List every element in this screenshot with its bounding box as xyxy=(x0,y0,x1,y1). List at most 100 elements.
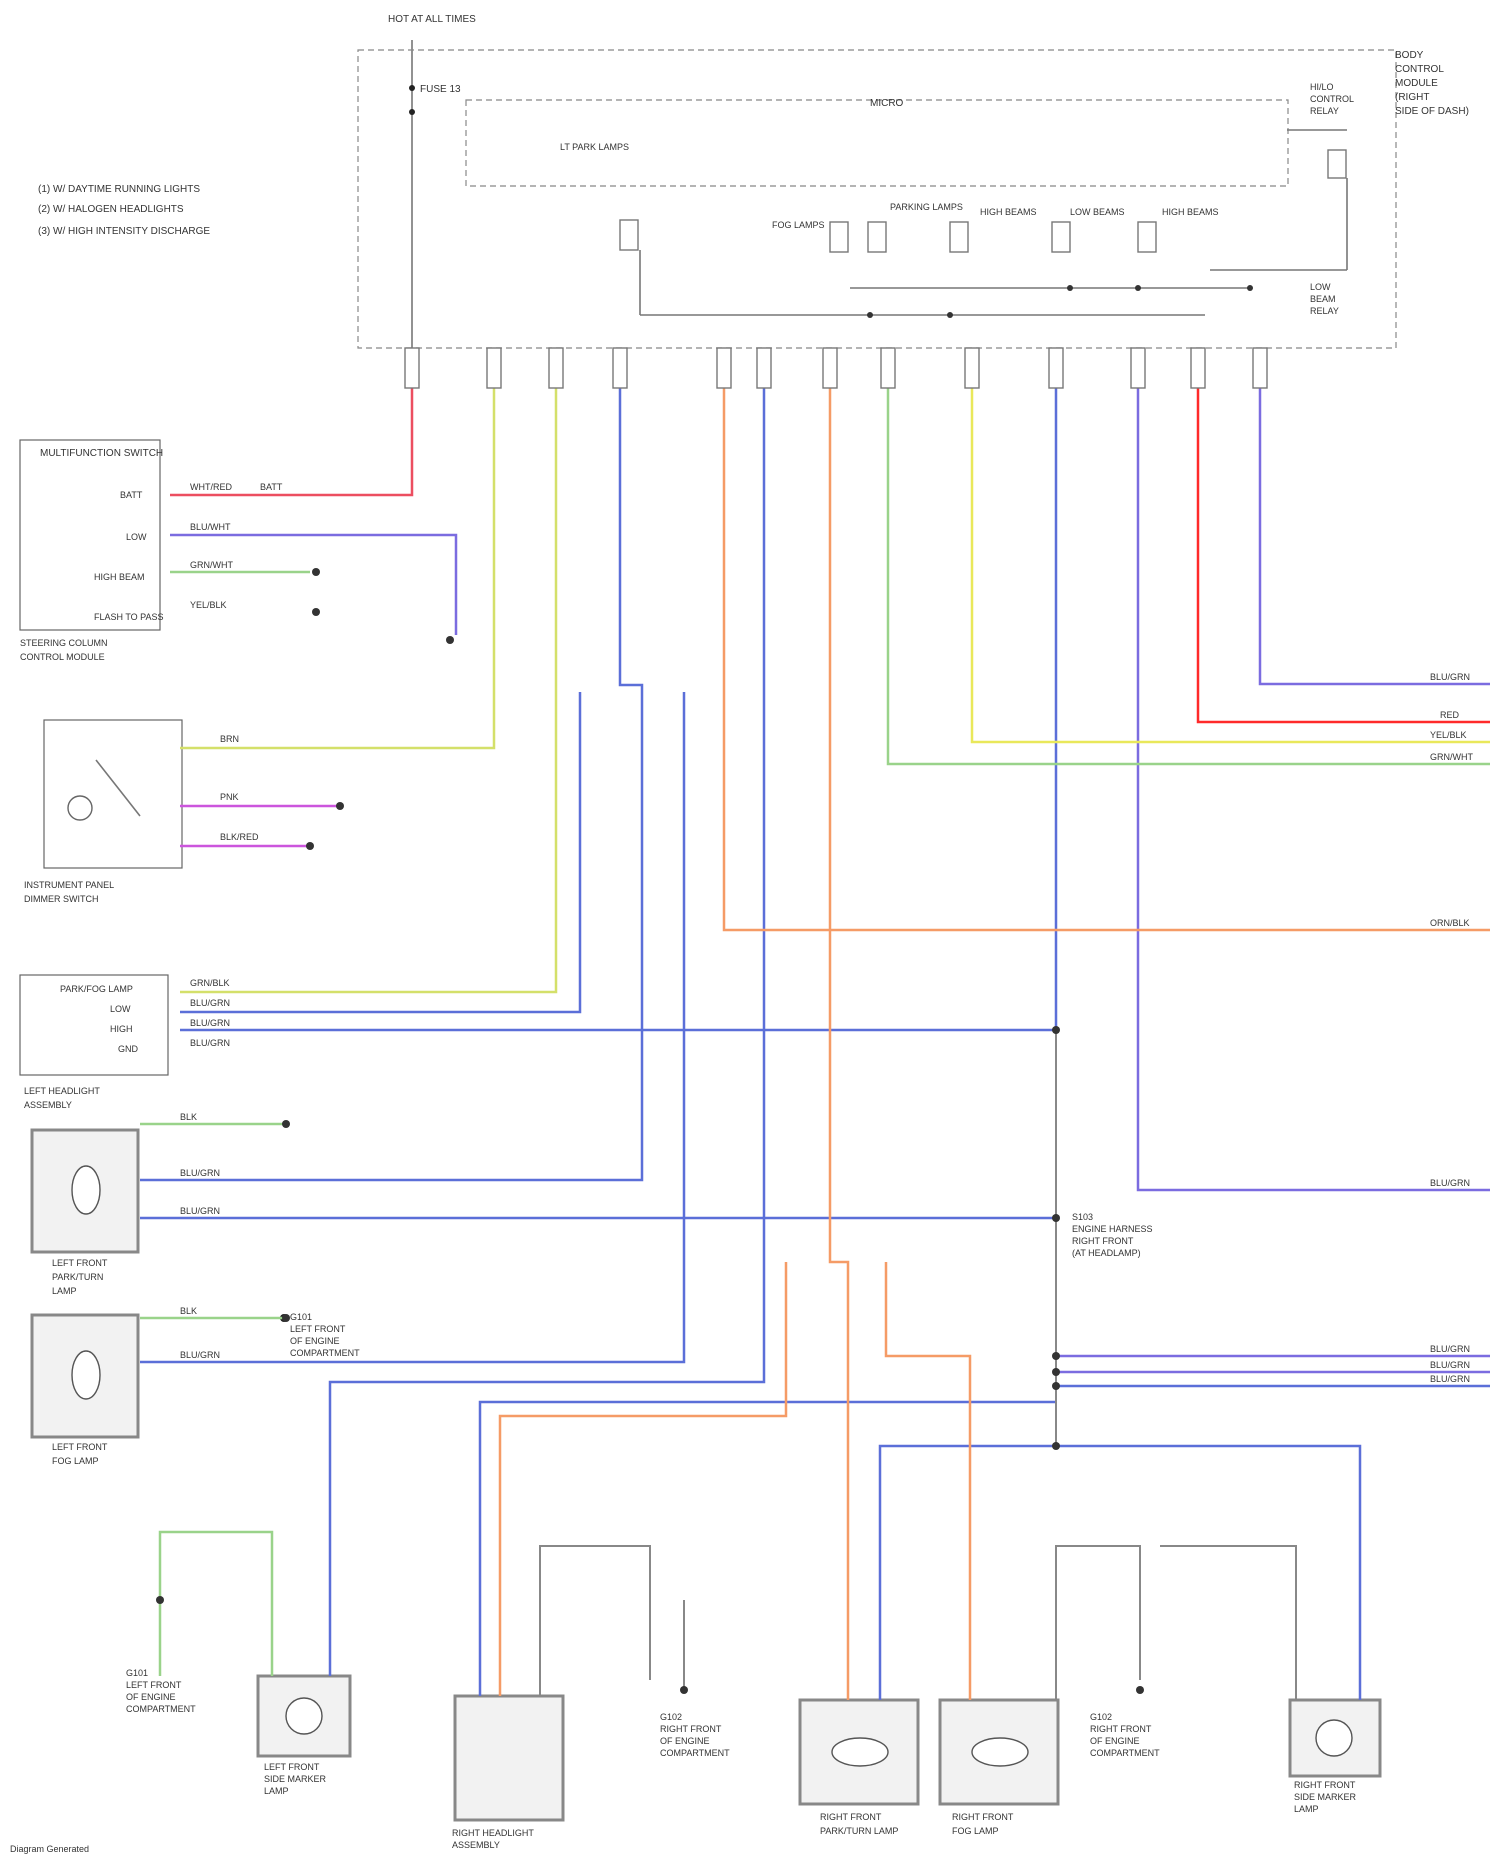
wire-blue-9 xyxy=(880,1446,1056,1700)
dimmer-wiper xyxy=(96,760,140,816)
legend-item-3: (3) W/ HIGH INTENSITY DISCHARGE xyxy=(38,226,210,237)
svg-text:BLK: BLK xyxy=(180,1306,197,1316)
legend: (1) W/ DAYTIME RUNNING LIGHTS (2) W/ HAL… xyxy=(38,184,210,237)
multifunction-switch-label: MULTIFUNCTION SWITCH xyxy=(40,448,163,459)
svg-text:BLU/GRN: BLU/GRN xyxy=(190,998,230,1008)
svg-text:BLU/GRN: BLU/GRN xyxy=(190,1018,230,1028)
svg-text:PARK/TURN LAMP: PARK/TURN LAMP xyxy=(820,1826,898,1836)
wire-pink-batt xyxy=(170,355,412,495)
hi-lo-relay-label: HI/LO CONTROL RELAY xyxy=(1310,82,1354,116)
svg-text:BLU/GRN: BLU/GRN xyxy=(1430,1178,1470,1188)
wire-blue-1 xyxy=(140,355,642,1180)
svg-text:BLU/GRN: BLU/GRN xyxy=(1430,672,1470,682)
svg-text:BLU/WHT: BLU/WHT xyxy=(190,522,231,532)
svg-text:RIGHT FRONT: RIGHT FRONT xyxy=(1072,1236,1134,1246)
bcm-label: BODY CONTROL MODULE (RIGHT SIDE OF DASH) xyxy=(1395,50,1469,117)
wire-blue-2 xyxy=(180,692,580,1012)
svg-text:RED: RED xyxy=(1440,710,1460,720)
svg-text:FOG LAMPS: FOG LAMPS xyxy=(772,220,825,230)
svg-text:RIGHT FRONT: RIGHT FRONT xyxy=(1090,1724,1152,1734)
ground-left-label: G101 LEFT FRONT OF ENGINE COMPARTMENT xyxy=(290,1312,360,1358)
left-headlight-ports: PARK/FOG LAMP LOW HIGH GND xyxy=(60,984,139,1054)
svg-text:FOG LAMP: FOG LAMP xyxy=(952,1826,999,1836)
svg-text:LEFT FRONT: LEFT FRONT xyxy=(290,1324,346,1334)
svg-text:LT PARK LAMPS: LT PARK LAMPS xyxy=(560,142,629,152)
fuse-label: FUSE 13 xyxy=(420,84,461,95)
svg-text:OF ENGINE: OF ENGINE xyxy=(660,1736,710,1746)
svg-text:RIGHT FRONT: RIGHT FRONT xyxy=(820,1812,882,1822)
svg-text:SIDE MARKER: SIDE MARKER xyxy=(1294,1792,1357,1802)
wire-pale-green-5 xyxy=(160,1532,272,1676)
svg-text:LEFT FRONT: LEFT FRONT xyxy=(126,1680,182,1690)
svg-text:INSTRUMENT PANEL: INSTRUMENT PANEL xyxy=(24,880,114,890)
svg-text:BATT: BATT xyxy=(260,482,283,492)
wire-gray-4 xyxy=(1056,1546,1140,1700)
svg-text:CONTROL MODULE: CONTROL MODULE xyxy=(20,652,105,662)
svg-text:GRN/WHT: GRN/WHT xyxy=(190,560,233,570)
svg-text:COMPARTMENT: COMPARTMENT xyxy=(290,1348,360,1358)
bcm-connector-pins xyxy=(405,348,1267,388)
svg-text:ASSEMBLY: ASSEMBLY xyxy=(24,1100,72,1110)
svg-text:BATT: BATT xyxy=(120,490,143,500)
svg-text:MODULE: MODULE xyxy=(1395,78,1438,89)
hot-label: HOT AT ALL TIMES xyxy=(388,14,476,25)
wire-orange-2 xyxy=(830,355,848,1700)
svg-text:(AT HEADLAMP): (AT HEADLAMP) xyxy=(1072,1248,1141,1258)
left-front-park-lamp-label: LEFT FRONT PARK/TURN LAMP xyxy=(52,1258,108,1296)
wire-orange-3 xyxy=(500,1262,786,1696)
dimmer-switch xyxy=(44,720,182,868)
svg-text:ORN/BLK: ORN/BLK xyxy=(1430,918,1470,928)
svg-text:ENGINE HARNESS: ENGINE HARNESS xyxy=(1072,1224,1153,1234)
legend-item-2: (2) W/ HALOGEN HEADLIGHTS xyxy=(38,204,184,215)
wire-gray-5 xyxy=(1160,1546,1296,1700)
svg-text:LAMP: LAMP xyxy=(52,1286,77,1296)
right-front-fog-lamp-label: RIGHT FRONT FOG LAMP xyxy=(952,1812,1014,1836)
wire-violet-1 xyxy=(1138,355,1490,1190)
svg-text:COMPARTMENT: COMPARTMENT xyxy=(126,1704,196,1714)
low-beam-relay-label: LOW BEAM RELAY xyxy=(1310,282,1339,316)
svg-text:LOW BEAMS: LOW BEAMS xyxy=(1070,207,1125,217)
svg-text:OF ENGINE: OF ENGINE xyxy=(126,1692,176,1702)
dimmer-knob-icon xyxy=(68,796,92,820)
svg-text:RELAY: RELAY xyxy=(1310,306,1339,316)
svg-text:YEL/BLK: YEL/BLK xyxy=(1430,730,1467,740)
svg-text:DIMMER SWITCH: DIMMER SWITCH xyxy=(24,894,99,904)
svg-text:LOW: LOW xyxy=(1310,282,1331,292)
svg-text:RIGHT FRONT: RIGHT FRONT xyxy=(660,1724,722,1734)
footer: Diagram Generated xyxy=(10,1844,89,1854)
left-park-bulb-icon xyxy=(72,1166,100,1214)
wire-blue-4 xyxy=(330,355,764,1676)
svg-text:BLU/GRN: BLU/GRN xyxy=(190,1038,230,1048)
svg-text:LEFT HEADLIGHT: LEFT HEADLIGHT xyxy=(24,1086,100,1096)
svg-text:LAMP: LAMP xyxy=(264,1786,289,1796)
right-headlight-label: RIGHT HEADLIGHT ASSEMBLY xyxy=(452,1828,534,1850)
svg-text:PARKING LAMPS: PARKING LAMPS xyxy=(890,202,963,212)
svg-text:RIGHT FRONT: RIGHT FRONT xyxy=(1294,1780,1356,1790)
micro-label: MICRO xyxy=(870,98,904,109)
svg-text:WHT/RED: WHT/RED xyxy=(190,482,232,492)
svg-text:BLU/GRN: BLU/GRN xyxy=(180,1350,220,1360)
right-marker-bulb-icon xyxy=(1316,1720,1352,1756)
svg-text:HIGH BEAMS: HIGH BEAMS xyxy=(1162,207,1219,217)
svg-text:FLASH TO PASS: FLASH TO PASS xyxy=(94,612,164,622)
svg-text:BLU/GRN: BLU/GRN xyxy=(180,1168,220,1178)
right-front-side-marker-label: RIGHT FRONT SIDE MARKER LAMP xyxy=(1294,1780,1357,1814)
svg-text:HIGH BEAMS: HIGH BEAMS xyxy=(980,207,1037,217)
right-front-park-lamp-label: RIGHT FRONT PARK/TURN LAMP xyxy=(820,1812,898,1836)
svg-text:COMPARTMENT: COMPARTMENT xyxy=(1090,1748,1160,1758)
svg-text:CONTROL: CONTROL xyxy=(1395,64,1444,75)
dimmer-switch-label: INSTRUMENT PANEL DIMMER SWITCH xyxy=(24,880,114,904)
svg-text:COMPARTMENT: COMPARTMENT xyxy=(660,1748,730,1758)
svg-text:RELAY: RELAY xyxy=(1310,106,1339,116)
right-park-bulb-icon xyxy=(832,1738,888,1766)
svg-text:GRN/BLK: GRN/BLK xyxy=(190,978,230,988)
body-control-module xyxy=(358,50,1396,348)
ground-right2-label: G102 RIGHT FRONT OF ENGINE COMPARTMENT xyxy=(1090,1712,1160,1758)
svg-text:OF ENGINE: OF ENGINE xyxy=(1090,1736,1140,1746)
wire-yellow-green-1 xyxy=(180,355,494,748)
svg-text:G102: G102 xyxy=(1090,1712,1112,1722)
svg-text:LEFT FRONT: LEFT FRONT xyxy=(52,1258,108,1268)
svg-text:BEAM: BEAM xyxy=(1310,294,1336,304)
svg-text:HIGH BEAM: HIGH BEAM xyxy=(94,572,145,582)
right-headlight-assembly xyxy=(455,1696,563,1820)
